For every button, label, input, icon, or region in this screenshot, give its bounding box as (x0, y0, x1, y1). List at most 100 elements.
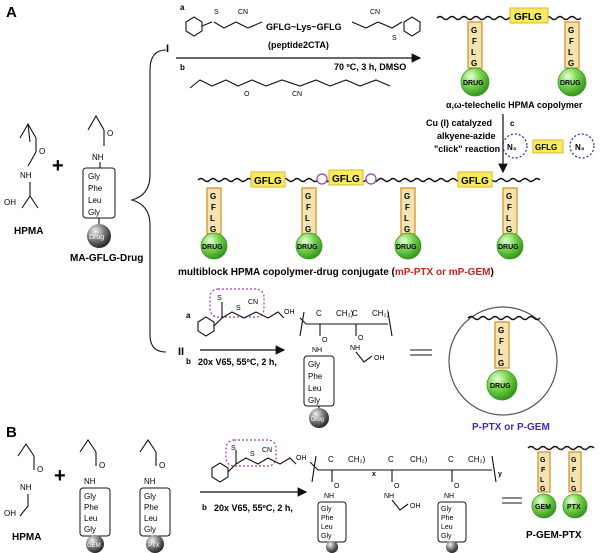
svg-text:C: C (316, 309, 322, 318)
svg-text:G: G (305, 225, 311, 234)
svg-text:NH: NH (384, 493, 394, 500)
svg-text:G: G (210, 225, 216, 234)
svg-text:G: G (568, 26, 574, 35)
svg-text:G: G (540, 486, 546, 493)
svg-text:C: C (388, 455, 394, 464)
route-ii: II (178, 346, 184, 358)
svg-text:DRUG: DRUG (297, 244, 318, 251)
svg-text:O: O (159, 461, 165, 470)
svg-text:Phe: Phe (441, 515, 454, 522)
svg-text:NH: NH (324, 493, 334, 500)
svg-text:Leu: Leu (144, 514, 157, 523)
svg-text:Drug: Drug (89, 234, 104, 241)
svg-text:Gly: Gly (441, 533, 452, 540)
svg-text:G: G (471, 26, 477, 35)
svg-text:GFLG: GFLG (254, 176, 282, 187)
svg-text:N₃: N₃ (575, 143, 585, 152)
monomer-name: MA-GFLG-Drug (70, 253, 143, 264)
svg-text:O: O (334, 483, 340, 490)
svg-text:DRUG: DRUG (498, 244, 519, 251)
svg-text:O: O (394, 483, 400, 490)
svg-text:G: G (498, 359, 504, 368)
svg-text:NH: NH (92, 153, 104, 162)
svg-text:a: a (186, 311, 191, 320)
svg-text:O: O (107, 129, 113, 138)
svg-text:PTX: PTX (567, 504, 581, 511)
svg-text:NH: NH (20, 483, 32, 492)
hpma-structure: O NH OH (4, 122, 45, 209)
svg-text:C: C (328, 455, 334, 464)
svg-text:L: L (498, 348, 503, 357)
svg-text:GFLG: GFLG (461, 176, 489, 187)
svg-text:G: G (568, 59, 574, 68)
svg-text:S: S (236, 305, 241, 312)
svg-text:F: F (405, 203, 410, 212)
svg-text:CH₂): CH₂) (372, 309, 390, 318)
svg-text:c: c (510, 119, 515, 128)
svg-text:Gly: Gly (308, 396, 320, 405)
svg-text:b: b (202, 503, 207, 512)
ma-gflg-drug-structure: O NH Gly Phe Leu Gly Drug (82, 114, 116, 248)
svg-text:L: L (568, 48, 573, 57)
svg-text:Leu: Leu (321, 524, 333, 531)
svg-text:O: O (99, 461, 105, 470)
svg-text:Phe: Phe (88, 184, 103, 193)
p-gem-ptx-schematic: G F L G GEM G F L G PTX (527, 445, 595, 519)
svg-text:OH: OH (4, 198, 16, 207)
equals-sign-b (502, 497, 522, 504)
svg-text:CH₂): CH₂) (348, 455, 366, 464)
svg-text:Leu: Leu (308, 384, 321, 393)
hpma-b-label: HPMA (12, 532, 41, 543)
svg-text:C: C (352, 309, 358, 318)
svg-text:S: S (392, 35, 397, 42)
svg-text:DRUG: DRUG (202, 244, 223, 251)
svg-text:L: L (210, 214, 215, 223)
p-circle-schematic: G F L G DRUG (448, 306, 558, 416)
p-gem-ptx-label: P-GEM-PTX (526, 530, 582, 541)
svg-text:G: G (305, 192, 311, 201)
svg-text:CH₂): CH₂) (336, 309, 354, 318)
svg-text:DRUG: DRUG (490, 383, 511, 390)
svg-text:Phe: Phe (308, 372, 323, 381)
svg-text:C: C (448, 455, 454, 464)
hpma-b-structure: O NH OH (4, 443, 43, 518)
svg-text:GFLG~Lys~GFLG: GFLG~Lys~GFLG (266, 22, 342, 32)
svg-text:L: L (506, 214, 511, 223)
svg-text:CN: CN (292, 91, 302, 98)
svg-text:G: G (506, 192, 512, 201)
drug-ball (87, 224, 111, 248)
svg-text:CH₂): CH₂) (410, 455, 428, 464)
multiblock-conjugate: GFLG GFLG GFLG G F L G DRUG G F L G DRUG… (197, 169, 541, 260)
svg-text:DRUG: DRUG (396, 244, 417, 251)
svg-text:Cu (I) catalyzed: Cu (I) catalyzed (426, 118, 492, 128)
svg-text:Drug: Drug (311, 417, 324, 423)
p-gem-ptx-structure: C CH₂) x C CH₂) C CH₂) y O O O NH NH NH … (309, 455, 502, 553)
svg-text:CN: CN (370, 9, 380, 16)
svg-text:G: G (404, 192, 410, 201)
svg-text:GFLG: GFLG (535, 143, 557, 152)
svg-text:L: L (571, 477, 576, 484)
svg-text:L: L (471, 48, 476, 57)
panel-b-condition: 20x V65, 55ºC, 2 h, (214, 503, 293, 513)
svg-text:L: L (540, 477, 545, 484)
svg-text:Leu: Leu (441, 524, 453, 531)
svg-text:F: F (569, 37, 574, 46)
svg-text:CN: CN (262, 447, 272, 454)
svg-text:S: S (214, 9, 219, 16)
svg-text:G: G (498, 326, 504, 335)
svg-text:O: O (244, 91, 250, 98)
telechelic-label: α,ω-telechelic HPMA copolymer (446, 100, 583, 110)
svg-text:Gly: Gly (321, 506, 332, 513)
svg-text:N₃: N₃ (507, 143, 517, 152)
telechelic-copolymer: GFLG G F L G DRUG G F L G DRUG (436, 7, 587, 97)
route-i: I (166, 43, 169, 55)
svg-text:b: b (180, 63, 185, 72)
gem-monomer: O NH Gly Phe Leu Gly GEM (79, 439, 111, 553)
svg-text:L: L (305, 214, 310, 223)
svg-text:G: G (540, 457, 546, 464)
svg-text:Gly: Gly (308, 360, 320, 369)
svg-text:OH: OH (374, 355, 385, 362)
svg-text:G: G (471, 59, 477, 68)
